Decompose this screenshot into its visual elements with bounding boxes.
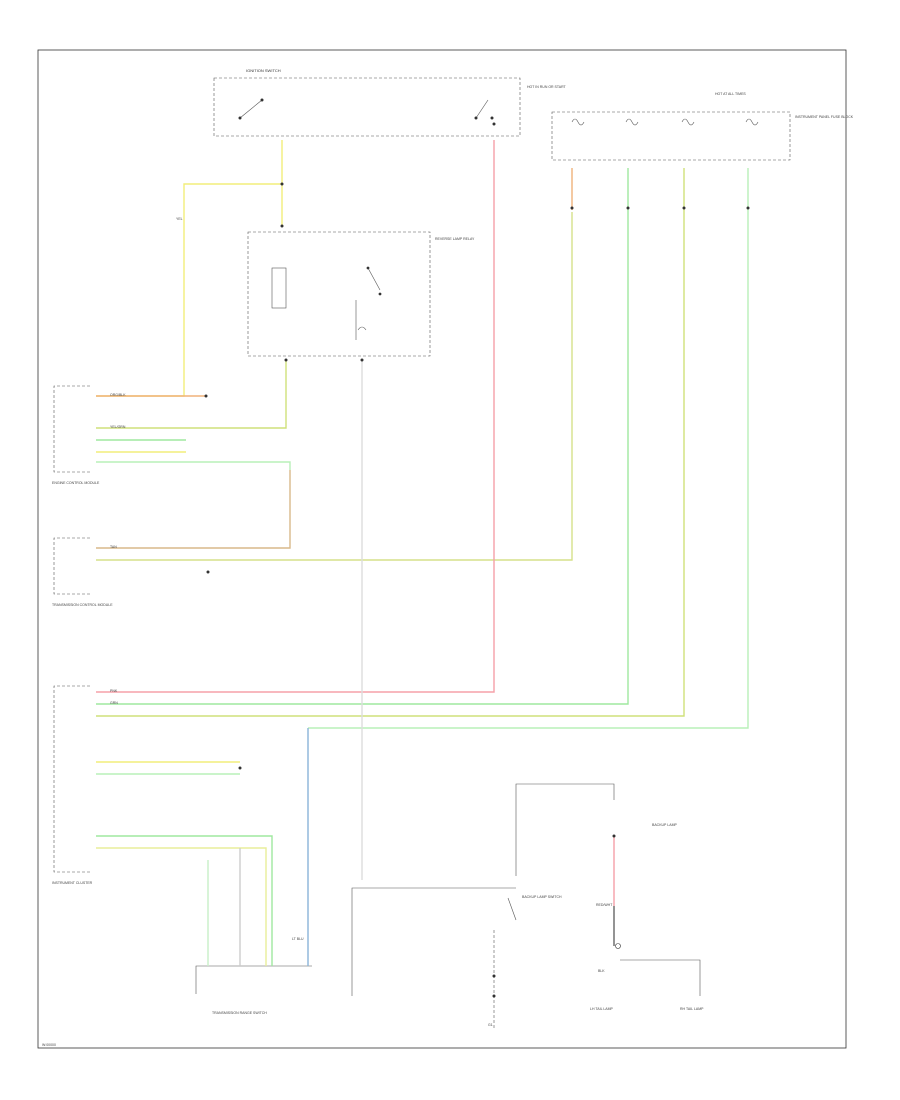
label-yel-grn-ecm: YEL/GRN xyxy=(110,425,126,429)
wire-tan-tcm xyxy=(96,470,291,549)
wire-yellow-green-ecm xyxy=(96,360,287,429)
label-yel-1: YEL xyxy=(176,217,183,221)
diagram-border xyxy=(37,49,847,1049)
wire-pink xyxy=(96,140,495,693)
backup-lamp-label: BACKUP LAMP xyxy=(652,823,677,827)
label-blu: LT BLU xyxy=(292,937,304,941)
wire-yellow-ecm xyxy=(96,183,282,397)
wire-yellow-green-tcm xyxy=(96,212,573,561)
relay-label: REVERSE LAMP RELAY xyxy=(435,237,475,241)
ipc-label: INSTRUMENT CLUSTER xyxy=(52,881,93,885)
instrument-cluster: INSTRUMENT CLUSTER xyxy=(52,685,93,885)
ignition-switch-label: IGNITION SWITCH xyxy=(246,68,281,73)
engine-control-module: ENGINE CONTROL MODULE xyxy=(52,385,100,485)
backup-lamp-switch: BACKUP LAMP SWITCH xyxy=(351,783,615,1030)
wire-light-green-ecm xyxy=(96,461,291,470)
label-red-wht: RED/WHT xyxy=(596,903,613,907)
range-switch-connector: TRANSMISSION RANGE SWITCH xyxy=(195,965,312,1015)
label-grn-ipc: GRN xyxy=(110,701,118,705)
fuse-block-label: INSTRUMENT PANEL FUSE BLOCK xyxy=(795,115,854,119)
reverse-lamp-relay: REVERSE LAMP RELAY xyxy=(247,231,475,357)
connector-dots xyxy=(204,122,750,998)
lh-lamp-label: LH TAIL LAMP xyxy=(590,1007,614,1011)
wire-green-fuse2 xyxy=(96,168,629,705)
label-blk: BLK xyxy=(598,969,605,973)
wires xyxy=(96,140,749,966)
ignition-switch: IGNITION SWITCH HOT IN RUN OR START xyxy=(213,68,567,137)
wire-light-green-fuse4 xyxy=(308,168,749,729)
hot-at-all-times-label: HOT AT ALL TIMES xyxy=(715,92,746,96)
figure-code: W:00000 xyxy=(42,1043,56,1047)
label-org-ecm: ORG/BLK xyxy=(110,393,126,397)
ground-g1-label: G1 xyxy=(488,1023,493,1027)
tcm-label: TRANSMISSION CONTROL MODULE xyxy=(52,603,113,607)
transmission-control-module: TRANSMISSION CONTROL MODULE xyxy=(52,537,113,607)
hot-run-start-label: HOT IN RUN OR START xyxy=(527,85,567,89)
ecm-label: ENGINE CONTROL MODULE xyxy=(52,481,100,485)
wire-yellow-green-fuse3 xyxy=(96,168,685,717)
wire-green-ipc-c xyxy=(96,835,273,966)
label-tan-tcm: TAN xyxy=(110,545,117,549)
wire-yellow-ipc-d xyxy=(96,847,267,966)
backup-switch-label: BACKUP LAMP SWITCH xyxy=(522,895,562,899)
fuse-block: HOT AT ALL TIMES INSTRUMENT PANEL FUSE B… xyxy=(551,92,854,161)
backup-lamps: BACKUP LAMP LH TAIL LAMP RH TAIL LAMP G1 xyxy=(488,823,704,1027)
label-pnk-ipc: PNK xyxy=(110,689,118,693)
range-switch-label: TRANSMISSION RANGE SWITCH xyxy=(212,1011,267,1015)
rh-lamp-label: RH TAIL LAMP xyxy=(680,1007,704,1011)
